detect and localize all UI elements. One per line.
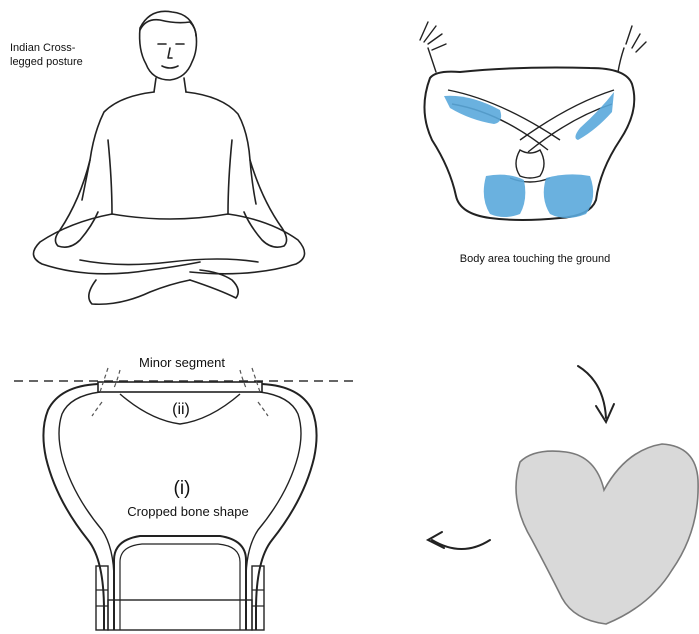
cropped-shape-silhouette bbox=[516, 444, 698, 624]
posture-label-line-1: Indian Cross- bbox=[10, 42, 76, 54]
arrow-left bbox=[428, 532, 490, 549]
region-ii-label: (ii) bbox=[172, 401, 190, 418]
arrow-down-right bbox=[578, 366, 614, 422]
region-i-label: (i) bbox=[174, 478, 191, 499]
minor-segment-bar bbox=[98, 382, 262, 392]
contact-caption: Body area touching the ground bbox=[460, 253, 610, 265]
skeleton-contact-illustration bbox=[420, 22, 646, 220]
contact-region-lower-left bbox=[484, 175, 526, 217]
contact-region-lower-right bbox=[544, 174, 593, 218]
minor-segment-label: Minor segment bbox=[139, 355, 225, 370]
posture-label-line-2: legged posture bbox=[10, 56, 83, 68]
cropped-bone-label: Cropped bone shape bbox=[127, 504, 248, 519]
